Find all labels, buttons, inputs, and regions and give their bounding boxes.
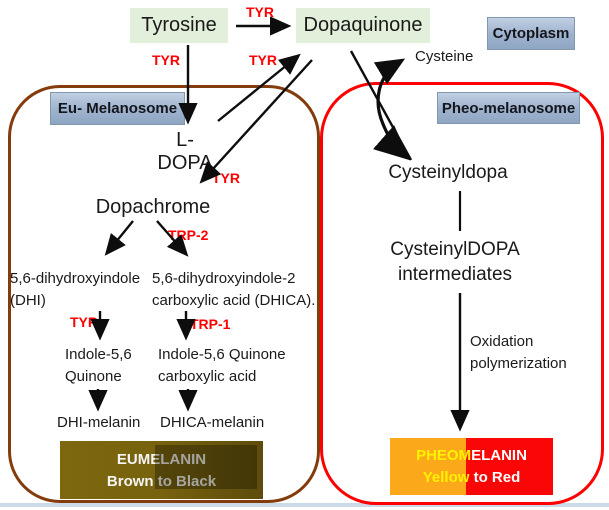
dhi-melanin-label: DHI-melanin	[57, 414, 141, 431]
cysteine-label: Cysteine	[415, 48, 474, 65]
cysteinyldopa-intermediates-text: CysteinylDOPA intermediates	[390, 237, 520, 287]
tyr-label-diagonal: TYR	[249, 52, 277, 68]
trp2-label: TRP-2	[168, 227, 209, 243]
eu-melanosome-container	[8, 85, 320, 503]
tyr-label-dhi: TYR	[70, 314, 98, 330]
pheomelanin-title: PHEOMELANIN	[390, 445, 553, 467]
dopaquinone-label: Dopaquinone	[303, 14, 423, 36]
pheomelanin-subtitle: Yellow to Red	[390, 467, 553, 489]
tyr-label-horizontal: TYR	[246, 4, 274, 20]
pheo-melanosome-label-box: Pheo-melanosome	[437, 92, 580, 124]
indole-quinone-ca-text: Indole-5,6 Quinone carboxylic acid	[158, 344, 286, 388]
dhica-line1: 5,6-dihydroxyindole-2	[152, 270, 296, 287]
dopachrome-label: Dopachrome	[95, 196, 211, 218]
oxidation-line2: polymerization	[470, 355, 567, 372]
intermediates-line1: CysteinylDOPA	[390, 239, 520, 260]
dopaquinone-node: Dopaquinone	[296, 8, 430, 43]
eumelanin-result-box: EUMELANIN Brown to Black	[60, 441, 263, 499]
tyr-label-vertical: TYR	[152, 52, 180, 68]
eumelanin-shade-overlay	[155, 445, 257, 490]
cytoplasm-label: Cytoplasm	[492, 25, 570, 42]
pheomelanin-title-left: PHEOM	[416, 447, 472, 464]
dhi-line2: (DHI)	[10, 292, 46, 309]
oxidation-line1: Oxidation	[470, 333, 534, 350]
pheo-melanosome-label: Pheo-melanosome	[441, 99, 576, 117]
indole-quinone-text: Indole-5,6 Quinone	[65, 344, 132, 388]
eu-melanosome-label-box: Eu- Melanosome	[50, 92, 185, 125]
eu-melanosome-label: Eu- Melanosome	[57, 100, 178, 117]
dhica-line2: carboxylic acid (DHICA).	[152, 292, 316, 309]
eumelanin-title: EUMELANIN	[116, 451, 207, 468]
l-dopa-label: L-DOPA	[157, 129, 213, 174]
dhi-line1: 5,6-dihydroxyindole	[10, 270, 141, 287]
indole-quinone-ca-line2: carboxylic acid	[158, 368, 257, 385]
pheomelanin-subtitle-left: Yellow	[422, 469, 470, 486]
indole-quinone-line2: Quinone	[65, 368, 122, 385]
eumelanin-subtitle: Brown to Black	[106, 473, 217, 490]
bottom-edge-line	[0, 503, 609, 507]
indole-quinone-line1: Indole-5,6	[65, 346, 132, 363]
pheomelanin-title-right: ELANIN	[471, 447, 527, 464]
dhi-text: 5,6-dihydroxyindole (DHI)	[10, 268, 140, 312]
cysteinyldopa-label: Cysteinyldopa	[388, 162, 508, 183]
oxidation-polymerization-text: Oxidation polymerization	[470, 331, 567, 375]
pheo-melanosome-container	[320, 82, 604, 505]
pheomelanin-subtitle-right: to Red	[469, 469, 521, 486]
tyrosine-label: Tyrosine	[141, 14, 217, 36]
intermediates-line2: intermediates	[397, 264, 513, 285]
cytoplasm-label-box: Cytoplasm	[487, 17, 575, 50]
pheomelanin-result-box: PHEOMELANIN Yellow to Red	[390, 438, 553, 495]
tyrosine-node: Tyrosine	[130, 8, 228, 43]
trp1-label: TRP-1	[190, 316, 231, 332]
dhica-text: 5,6-dihydroxyindole-2 carboxylic acid (D…	[152, 268, 315, 312]
dhica-melanin-label: DHICA-melanin	[160, 414, 265, 431]
indole-quinone-ca-line1: Indole-5,6 Quinone	[158, 346, 286, 363]
